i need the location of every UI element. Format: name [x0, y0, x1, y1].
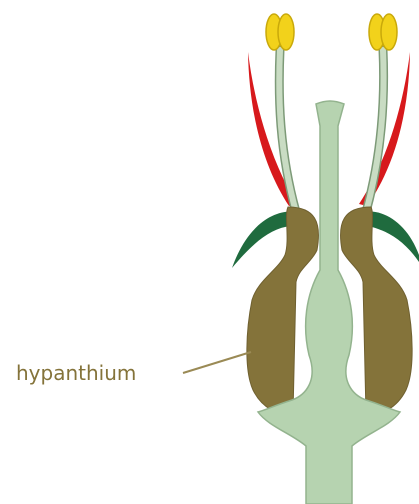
anther-left — [266, 14, 294, 50]
anther-right — [369, 14, 397, 50]
stamen-filament-right — [366, 50, 384, 212]
hypanthium-leader-line — [183, 352, 251, 373]
hypanthium-label: hypanthium — [16, 361, 136, 385]
